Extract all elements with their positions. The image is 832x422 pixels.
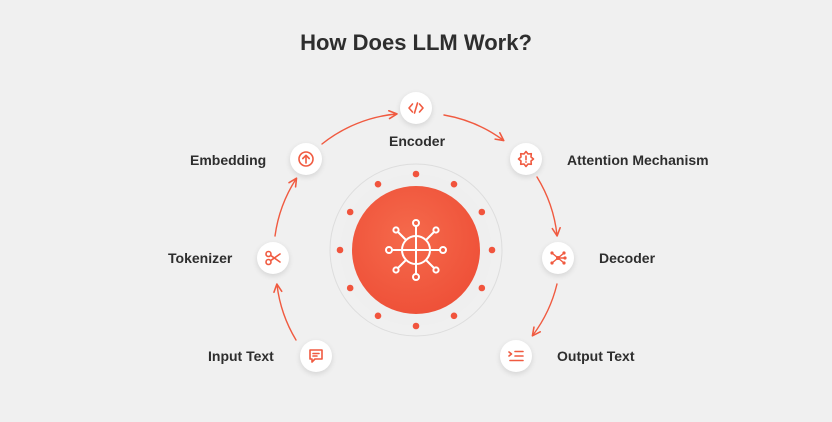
step-decoder-node <box>542 242 574 274</box>
ring-dot <box>478 284 486 292</box>
step-output-text-node <box>500 340 532 372</box>
step-decoder-label: Decoder <box>599 250 656 266</box>
step-encoder-node <box>400 92 432 124</box>
ring-dot <box>374 180 382 188</box>
step-output-text-label: Output Text <box>557 348 635 364</box>
ring-dot <box>336 246 344 254</box>
step-attention-mechanism-label: Attention Mechanism <box>567 152 709 168</box>
arrow-attention-to-decoder <box>536 176 561 237</box>
step-attention-mechanism-node <box>510 143 542 175</box>
outer-ring <box>329 163 503 337</box>
message-icon <box>309 349 323 363</box>
gear-icon <box>517 150 535 168</box>
ring-dot <box>450 180 458 188</box>
ring-dot <box>412 170 420 178</box>
step-embedding-node <box>290 143 322 175</box>
arrow-decoder-to-output <box>531 283 558 337</box>
ring-dots <box>336 170 496 330</box>
ring-dot <box>346 208 354 216</box>
arrow-encoder-to-attention <box>443 114 505 142</box>
page-title: How Does LLM Work? <box>300 30 532 55</box>
step-tokenizer-label: Tokenizer <box>168 250 233 266</box>
upload-icon <box>298 151 314 167</box>
arrow-embedding-to-encoder <box>321 109 398 145</box>
scissors-icon <box>265 250 281 266</box>
list-icon <box>508 350 524 362</box>
step-embedding-label: Embedding <box>190 152 267 168</box>
code-icon <box>408 102 424 114</box>
arrow-input-to-tokenizer <box>273 283 297 341</box>
step-input-text-label: Input Text <box>208 348 274 364</box>
ring-dot <box>374 312 382 320</box>
step-input-text-node <box>300 340 332 372</box>
ring-dot <box>450 312 458 320</box>
step-tokenizer-node <box>257 242 289 274</box>
ring-dot <box>346 284 354 292</box>
arrow-tokenizer-to-embedding <box>274 177 298 237</box>
network-icon <box>550 251 567 265</box>
ring-dot <box>412 322 420 330</box>
ring-dot <box>488 246 496 254</box>
ring-dot <box>478 208 486 216</box>
neural-network-icon <box>385 219 447 281</box>
step-encoder-label: Encoder <box>389 133 446 149</box>
